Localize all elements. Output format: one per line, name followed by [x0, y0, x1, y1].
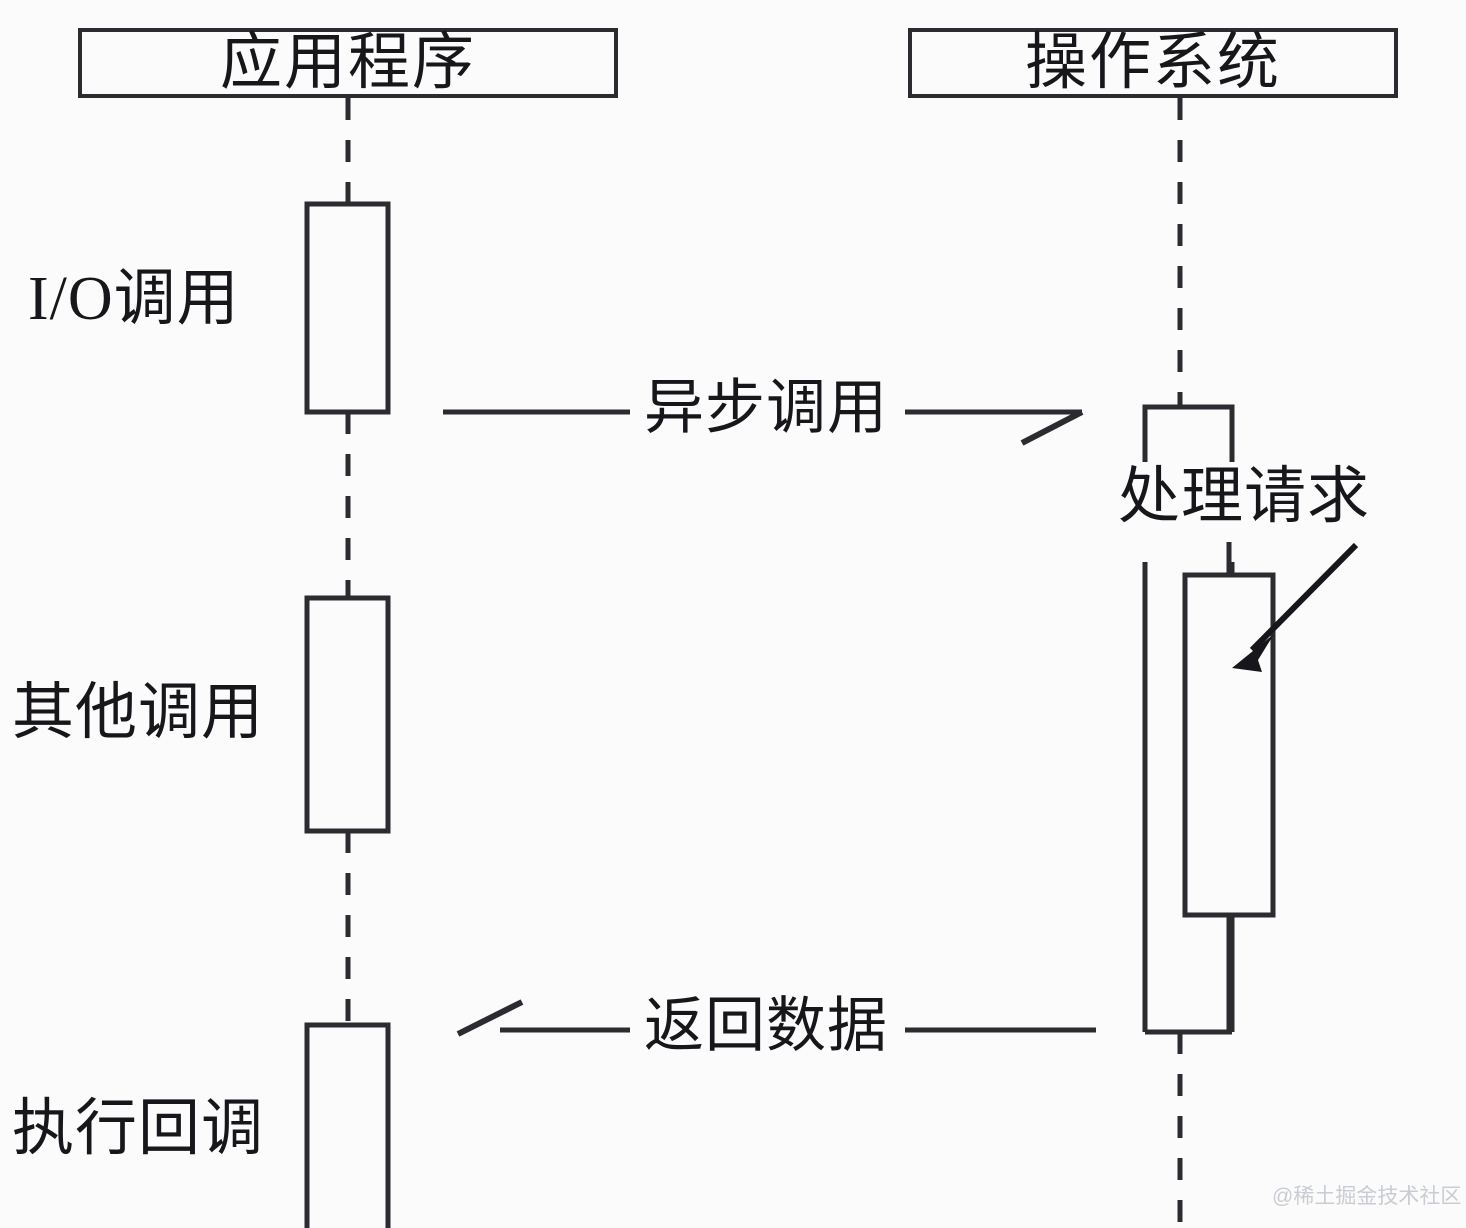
- participant-box-application[interactable]: 应用程序: [78, 28, 618, 98]
- stage-label-io-call: I/O调用: [28, 265, 240, 333]
- watermark-text: @稀土掘金技术社区: [1272, 1185, 1462, 1208]
- message-arrow-return-data: [456, 999, 1096, 1037]
- note-label-handle-request: 处理请求: [1112, 466, 1377, 528]
- activation-bar-app-3: [304, 1022, 391, 1228]
- activation-bar-os-inner: [1182, 542, 1276, 1032]
- message-label-async-call: 异步调用: [636, 378, 896, 438]
- note-pointer-arrow: [1232, 542, 1359, 672]
- activation-bar-app-2: [304, 595, 391, 834]
- message-arrow-async-call: [443, 409, 1084, 446]
- participant-label-application: 应用程序: [219, 29, 476, 97]
- participant-label-operating-system: 操作系统: [1024, 29, 1281, 97]
- stage-label-execute-callback: 执行回调: [12, 1095, 265, 1163]
- activation-bar-app-1: [304, 201, 391, 415]
- message-label-return-data: 返回数据: [636, 996, 896, 1056]
- participant-box-operating-system[interactable]: 操作系统: [908, 28, 1398, 98]
- stage-label-other-call: 其他调用: [12, 679, 265, 747]
